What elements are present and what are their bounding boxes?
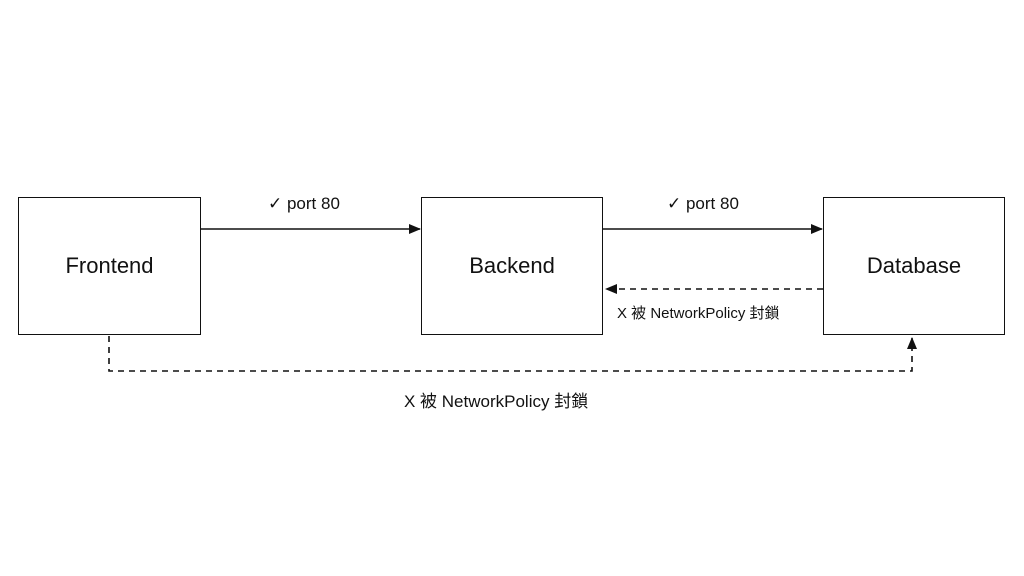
node-frontend: Frontend <box>18 197 201 335</box>
node-frontend-label: Frontend <box>65 253 154 278</box>
node-backend-label: Backend <box>469 253 555 278</box>
node-backend: Backend <box>421 197 603 335</box>
edge-frontend-to-database <box>108 336 917 372</box>
node-database-label: Database <box>866 253 962 278</box>
edge-label-frontend-to-backend: ✓ port 80 <box>268 194 340 213</box>
node-database: Database <box>823 197 1005 335</box>
edge-label-frontend-to-database: X 被 NetworkPolicy 封鎖 <box>404 392 589 411</box>
edge-label-database-to-backend: X 被 NetworkPolicy 封鎖 <box>617 305 780 322</box>
edge-label-backend-to-database: ✓ port 80 <box>667 194 739 213</box>
